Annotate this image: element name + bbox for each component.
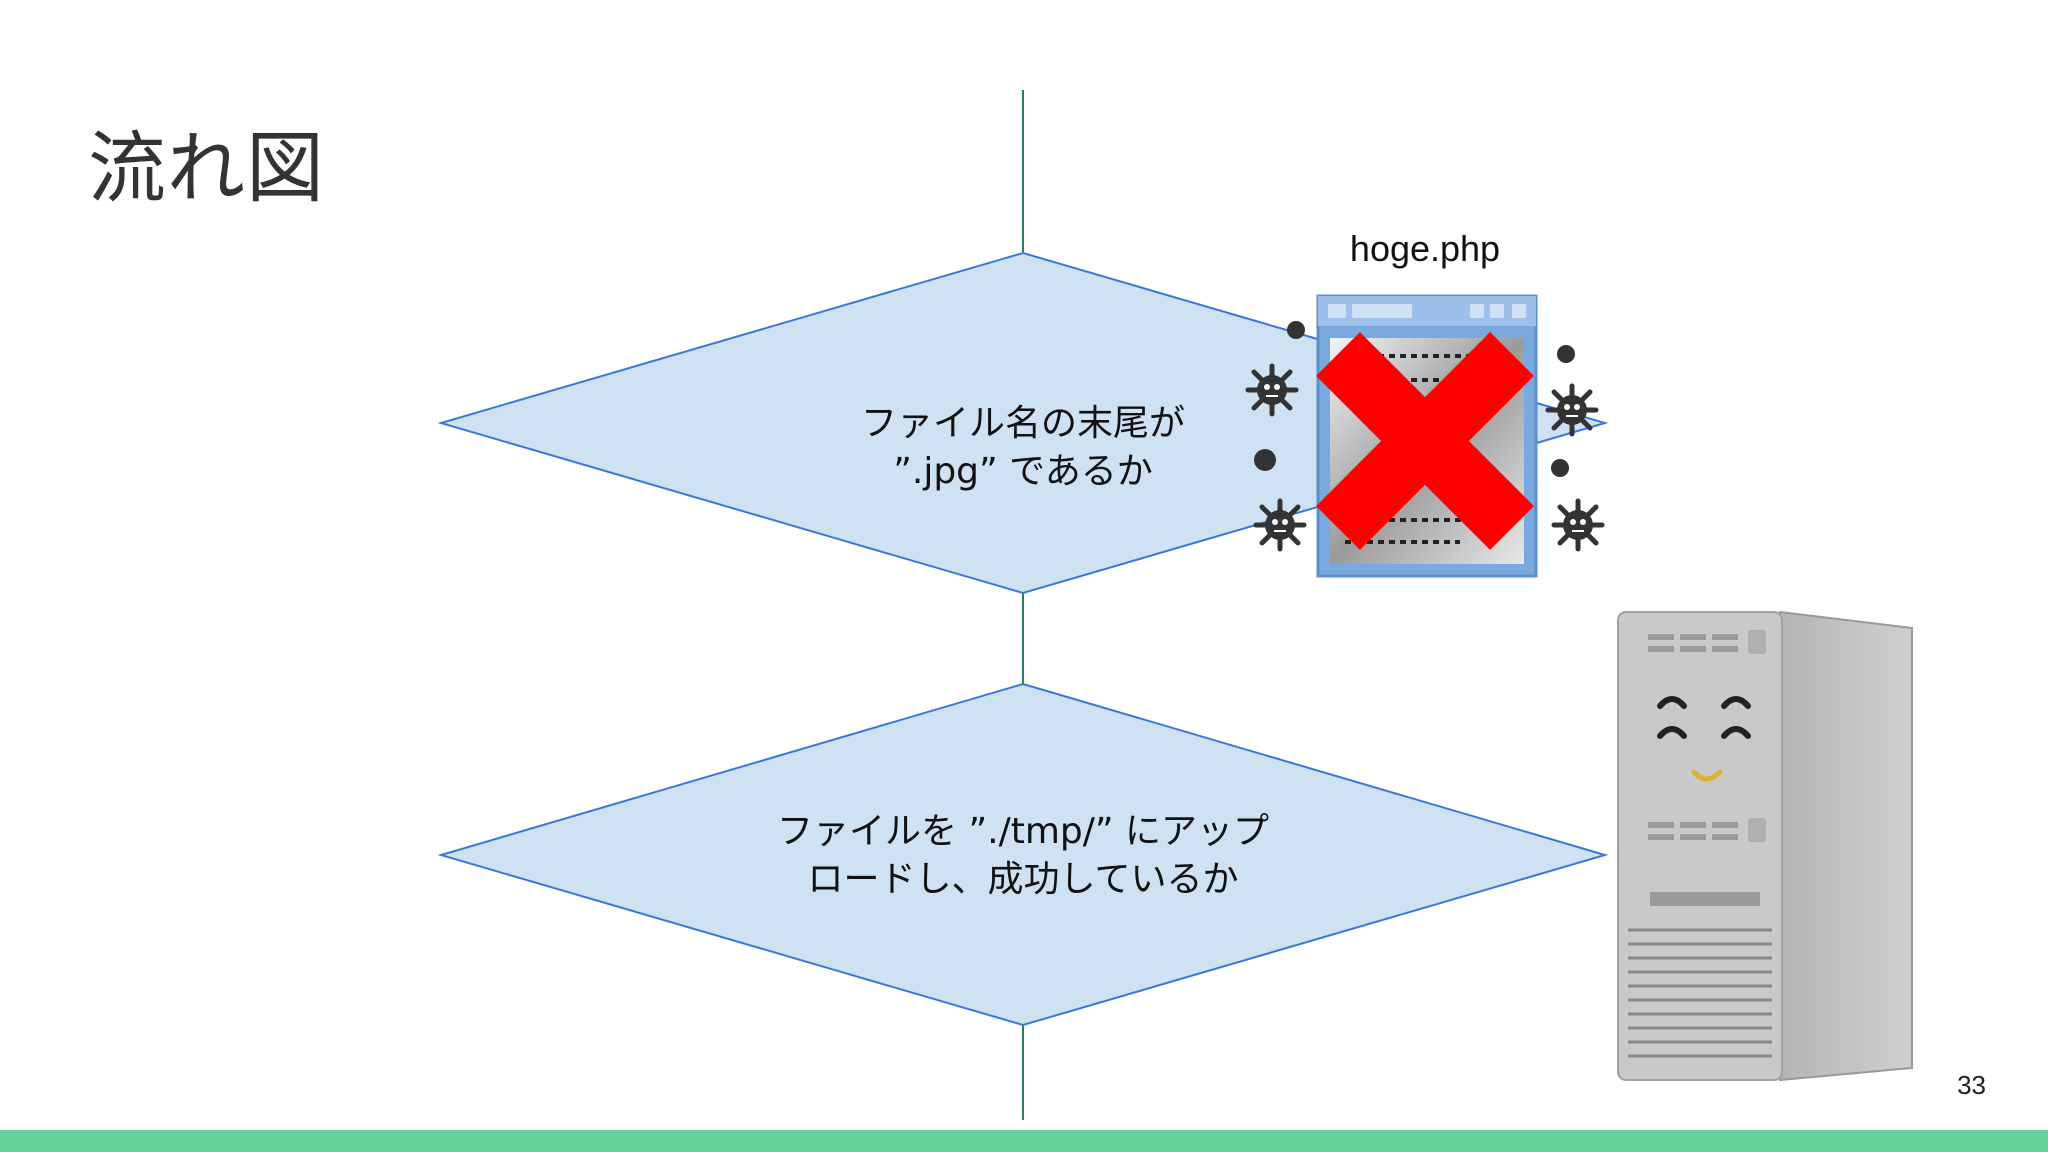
decision-2-line-1: ファイルを ”./tmp/” にアップ [777,811,1269,852]
slide-title: 流れ図 [88,124,326,214]
smiling-server-icon [1617,610,1913,1082]
page-number: 33 [1957,1070,1986,1100]
virus-icon [1256,501,1304,549]
virus-icon [1557,345,1575,363]
virus-icon [1287,321,1305,339]
virus-icon [1551,459,1569,477]
decision-diamond-2 [437,682,1609,1027]
decision-1-text: ファイル名の末尾が ”.jpg” であるか [763,400,1283,496]
virus-icon [1254,449,1276,471]
decision-1-line-1: ファイル名の末尾が [860,403,1185,444]
bottom-accent-bar [0,1130,2048,1152]
decision-2-line-2: ロードし、成功しているか [807,859,1239,900]
virus-icon [1548,386,1596,434]
virus-icon [1554,501,1602,549]
red-x-icon [1316,332,1534,550]
decision-1-line-2: ”.jpg” であるか [893,451,1153,492]
file-name-label: hoge.php [1349,228,1501,269]
decision-2-text: ファイルを ”./tmp/” にアップ ロードし、成功しているか [763,808,1283,904]
